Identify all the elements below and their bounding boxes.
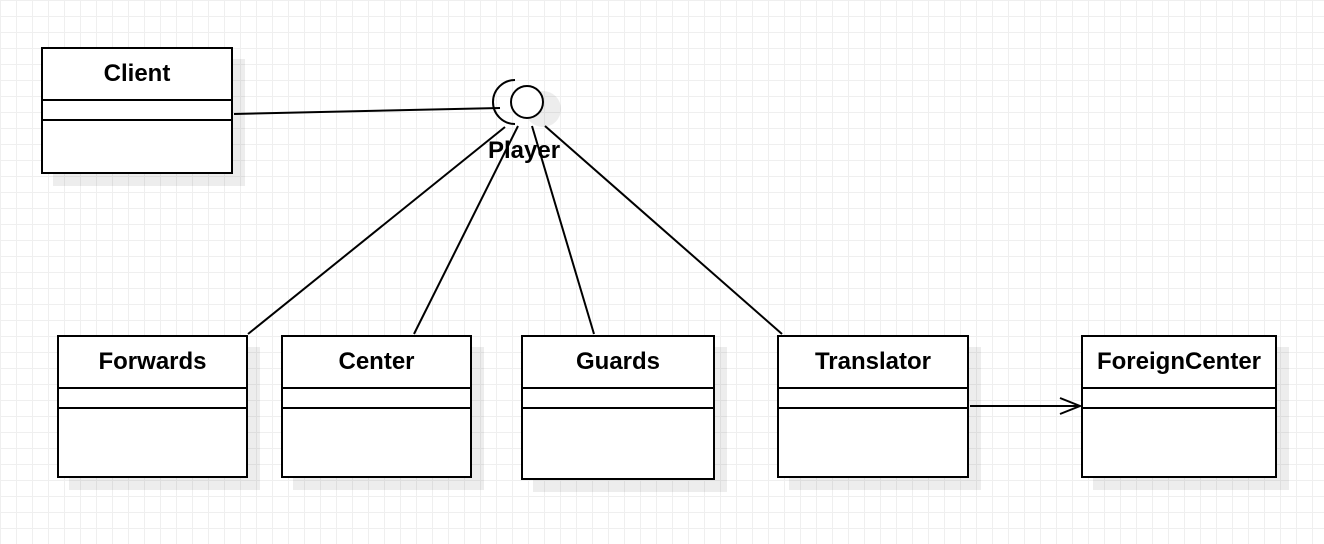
- edge-forwards-player: [247, 126, 506, 335]
- class-attributes: [523, 389, 713, 409]
- class-center[interactable]: Center: [281, 335, 472, 478]
- edge-client-player: [233, 107, 501, 115]
- class-name: Center: [283, 337, 470, 389]
- class-forwards[interactable]: Forwards: [57, 335, 248, 478]
- class-guards[interactable]: Guards: [521, 335, 715, 480]
- class-client[interactable]: Client: [41, 47, 233, 174]
- class-name: Translator: [779, 337, 967, 389]
- edge-translator-player: [544, 125, 783, 335]
- class-name: Forwards: [59, 337, 246, 389]
- class-foreigncenter[interactable]: ForeignCenter: [1081, 335, 1277, 478]
- class-attributes: [779, 389, 967, 409]
- interface-label-player: Player: [488, 137, 561, 164]
- arrowhead-open: [1059, 397, 1083, 415]
- class-name: Client: [43, 49, 231, 101]
- class-name: Guards: [523, 337, 713, 389]
- edge-center-player: [413, 125, 519, 335]
- class-attributes: [59, 389, 246, 409]
- class-attributes: [1083, 389, 1275, 409]
- class-attributes: [283, 389, 470, 409]
- class-name: ForeignCenter: [1083, 337, 1275, 389]
- interface-icon[interactable]: [510, 85, 544, 119]
- interface-socket: [492, 79, 516, 125]
- edge-guards-player: [531, 125, 595, 335]
- class-attributes: [43, 101, 231, 121]
- class-translator[interactable]: Translator: [777, 335, 969, 478]
